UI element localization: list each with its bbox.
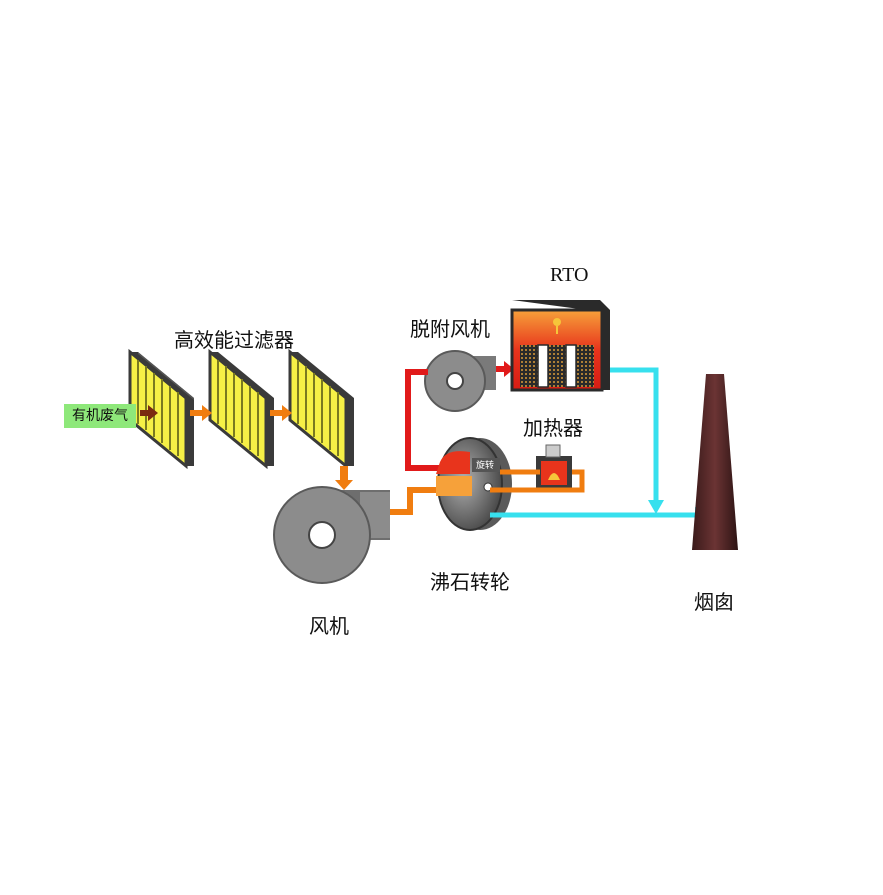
rto-unit <box>510 300 610 392</box>
rto-exhaust-arrowhead <box>648 500 664 514</box>
filters-label: 高效能过滤器 <box>174 328 294 352</box>
rto-label: RTO <box>550 264 589 286</box>
zeolite-wheel-label: 沸石转轮 <box>430 570 510 594</box>
main-fan <box>273 486 390 584</box>
filter-3 <box>288 348 354 470</box>
fan-outlet-duct <box>390 487 440 515</box>
heater <box>536 444 572 488</box>
desorption-fan <box>424 350 496 412</box>
desorption-to-rto-arrow <box>496 361 514 377</box>
wheel-center-label: 旋转 <box>476 461 495 471</box>
filter-1 <box>128 348 194 470</box>
filter-flow-arrows <box>140 405 353 490</box>
filter-2 <box>208 348 274 470</box>
rto-exhaust-duct <box>610 367 659 500</box>
heater-loop-duct <box>490 469 585 493</box>
inlet-label: 有机废气 <box>64 404 136 428</box>
fan-label: 风机 <box>309 614 349 638</box>
heater-label: 加热器 <box>523 416 583 440</box>
desorption-fan-label: 脱附风机 <box>410 317 490 341</box>
chimney-label: 烟囱 <box>694 590 734 614</box>
chimney <box>692 374 738 550</box>
desorption-duct <box>405 369 440 471</box>
zeolite-wheel <box>436 437 512 531</box>
